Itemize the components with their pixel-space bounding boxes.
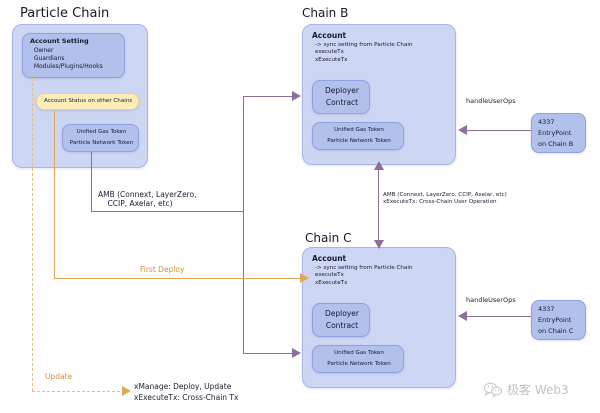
chain-b-handle-user-ops-label: handleUserOps (466, 97, 516, 105)
chain-b-token-line1: Unified Gas Token (334, 127, 384, 133)
trunk-to-chain-c-line (243, 353, 293, 355)
chain-c-title: Chain C (305, 231, 352, 245)
particle-token-line1: Unified Gas Token (76, 129, 127, 135)
chain-b-c-link-arrow-up (374, 161, 384, 170)
chain-b-entrypoint-line3: on Chain B (538, 140, 574, 148)
chain-b-c-link-line (378, 167, 380, 243)
chain-b-c-link-arrow-down (374, 240, 384, 249)
legend-line-2: xExecuteTx: Cross-Chain Tx (134, 393, 239, 402)
chain-c-entrypoint-line1: 4337 (538, 305, 555, 313)
chain-b-entrypoint-line1: 4337 (538, 118, 555, 126)
account-setting-lines: Owner Guardians Modules/Plugins/Hooks (33, 47, 103, 70)
amb-right-label: AMB (Connext, LayerZero, CCIP, Axelar, e… (383, 192, 507, 205)
watermark-text: 极客 Web3 (507, 383, 569, 397)
chain-c-token-line1: Unified Gas Token (334, 350, 384, 356)
chain-b-deployer-line1: Deployer (325, 86, 359, 95)
first-deploy-label: First Deploy (140, 265, 185, 274)
entrypoint-b-arrow (458, 125, 467, 135)
trunk-vertical-line (243, 96, 245, 354)
amb-left-label: AMB (Connext, LayerZero, CCIP, Axelar, e… (98, 190, 197, 209)
wechat-icon (483, 382, 502, 397)
chain-c-entrypoint-line3: on Chain C (538, 327, 574, 335)
update-dashed-vertical-line (32, 78, 33, 391)
entrypoint-c-line (466, 316, 531, 318)
particle-token-line2: Particle Network Token (69, 140, 134, 146)
update-label: Update (45, 372, 73, 381)
chain-b-token-node[interactable]: Unified Gas Token Particle Network Token (312, 122, 404, 150)
first-deploy-horizontal-line (54, 278, 304, 280)
trunk-to-chain-c-arrow (292, 348, 301, 358)
first-deploy-vertical-line (54, 110, 56, 279)
account-setting-node[interactable]: Account Setting Owner Guardians Modules/… (22, 33, 125, 78)
chain-b-token-line2: Particle Network Token (327, 138, 391, 144)
trunk-to-chain-b-arrow (292, 91, 301, 101)
amb-left-horizontal-line (91, 211, 243, 213)
entrypoint-c-arrow (458, 311, 467, 321)
chain-c-entrypoint-line2: EntryPoint (538, 316, 572, 324)
account-status-label: Account Status on other Chains (44, 98, 133, 104)
particle-token-node[interactable]: Unified Gas Token Particle Network Token (62, 124, 139, 152)
watermark: 极客 Web3 (483, 381, 569, 398)
account-status-node[interactable]: Account Status on other Chains (36, 93, 139, 110)
chain-b-deployer-line2: Contract (325, 98, 359, 107)
chain-c-deployer-line1: Deployer (325, 309, 359, 318)
chain-c-token-line2: Particle Network Token (327, 361, 391, 367)
chain-c-token-node[interactable]: Unified Gas Token Particle Network Token (312, 345, 404, 373)
chain-c-deployer-line2: Contract (325, 321, 359, 330)
chain-b-deployer-node[interactable]: Deployer Contract (312, 80, 370, 114)
update-arrow (122, 386, 131, 396)
chain-b-account-lines: -> sync setting from Particle Chain exec… (315, 42, 413, 63)
legend-line-1: xManage: Deploy, Update (134, 382, 232, 391)
account-setting-heading: Account Setting (30, 37, 89, 45)
entrypoint-b-line (466, 130, 531, 132)
chain-c-account-lines: -> sync setting from Particle Chain exec… (315, 265, 413, 286)
chain-b-entrypoint-line2: EntryPoint (538, 129, 572, 137)
chain-c-entrypoint-node[interactable]: 4337 EntryPoint on Chain C (531, 300, 586, 340)
particle-chain-title: Particle Chain (20, 6, 110, 21)
first-deploy-arrow (300, 273, 309, 283)
chain-c-handle-user-ops-label: handleUserOps (466, 296, 516, 304)
amb-left-vertical-line (91, 152, 93, 212)
chain-b-title: Chain B (302, 6, 349, 20)
chain-c-deployer-node[interactable]: Deployer Contract (312, 303, 370, 337)
trunk-to-chain-b-line (243, 96, 293, 98)
chain-c-account-heading: Account (312, 254, 347, 263)
chain-b-entrypoint-node[interactable]: 4337 EntryPoint on Chain B (531, 113, 586, 153)
chain-b-account-heading: Account (312, 31, 347, 40)
update-dashed-horizontal-line (32, 391, 125, 392)
